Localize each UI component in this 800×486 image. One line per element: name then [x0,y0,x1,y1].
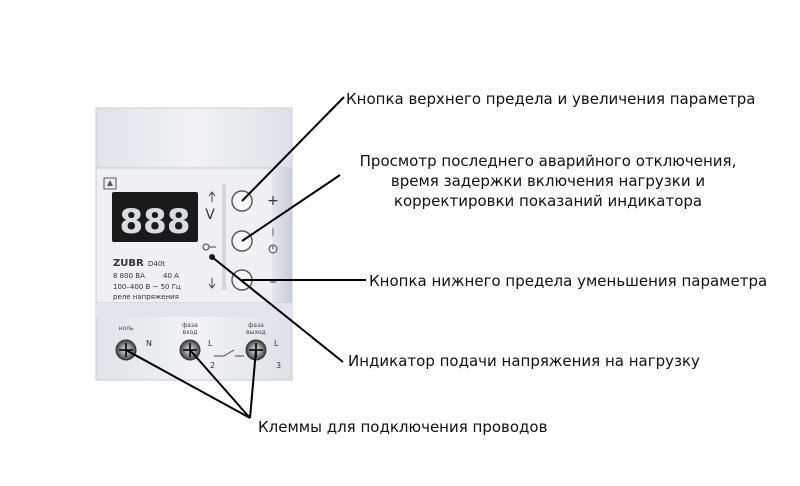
callout-middle-line-1: Просмотр последнего аварийного отключени… [340,151,756,171]
callout-middle-line-3: корректировки показаний индикатора [340,191,756,211]
terminal-out-letter: L [274,339,279,348]
callout-indicator: Индикатор подачи напряжения на нагрузку [348,351,700,371]
terminal-in-number: 2 [210,361,215,370]
brand-label: ZUBR [113,258,144,269]
terminal-out-caption-1: фаза [248,322,264,329]
terminal-in-caption-1: фаза [182,322,198,329]
terminal-ledge [96,303,292,317]
callout-terminals: Клеммы для подключения проводов [258,417,547,437]
model-label: D40t [148,260,165,268]
power-rating: 8 800 ВА [113,272,145,280]
callout-lower-button: Кнопка нижнего предела уменьшения параме… [369,271,767,291]
terminal-n-letter: N [146,339,152,348]
current-rating: 40 А [163,272,179,280]
voltage-rating: 100–400 В ~ 50 Гц [113,283,181,291]
device-description: реле напряжения [113,293,179,301]
terminal-n-caption: ноль [119,325,134,332]
callout-upper-button: Кнопка верхнего предела и увеличения пар… [346,89,755,109]
callout-middle-line-2: время задержки включения нагрузки и [340,171,756,191]
terminal-out-caption-2: выход [246,329,266,336]
terminal-in-letter: L [208,339,213,348]
terminal-in-caption-2: вход [183,329,198,336]
callout-middle-button: Просмотр последнего аварийного отключени… [340,151,756,211]
plus-label: + [267,193,279,209]
housing-top [96,108,292,170]
display-digits: 888 [120,202,191,242]
terminal-out-number: 3 [276,361,281,370]
minus-label: – [270,274,277,290]
button-strip [222,184,226,290]
unit-label: V [205,207,215,223]
